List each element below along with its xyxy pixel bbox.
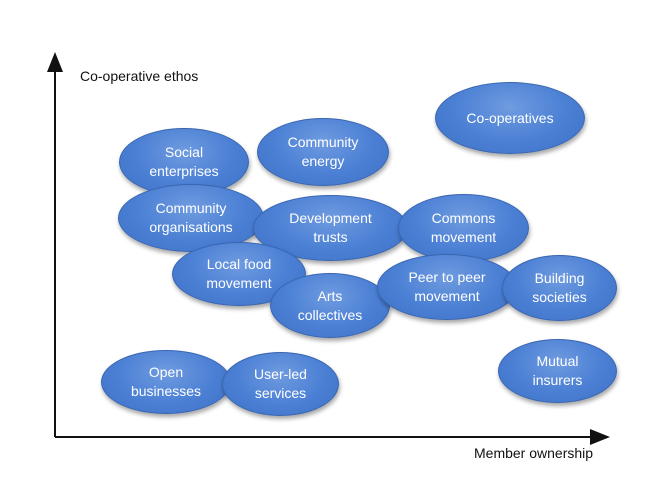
bubble-community-energy: Community energy [257,118,389,186]
bubble-open-businesses: Open businesses [101,350,231,414]
bubble-user-led-services: User-led services [222,352,339,416]
bubble-local-food-movement: Local food movement [172,242,306,306]
y-axis-label: Co-operative ethos [80,68,199,84]
bubble-mutual-insurers: Mutual insurers [498,339,617,403]
x-axis-label: Member ownership [474,445,594,461]
bubble-co-operatives: Co-operatives [435,82,585,154]
bubble-building-societies: Building societies [502,255,617,321]
bubble-arts-collectives: Arts collectives [270,273,390,338]
bubble-commons-movement: Commons movement [398,194,529,262]
bubble-peer-to-peer-movement: Peer to peer movement [377,254,517,320]
